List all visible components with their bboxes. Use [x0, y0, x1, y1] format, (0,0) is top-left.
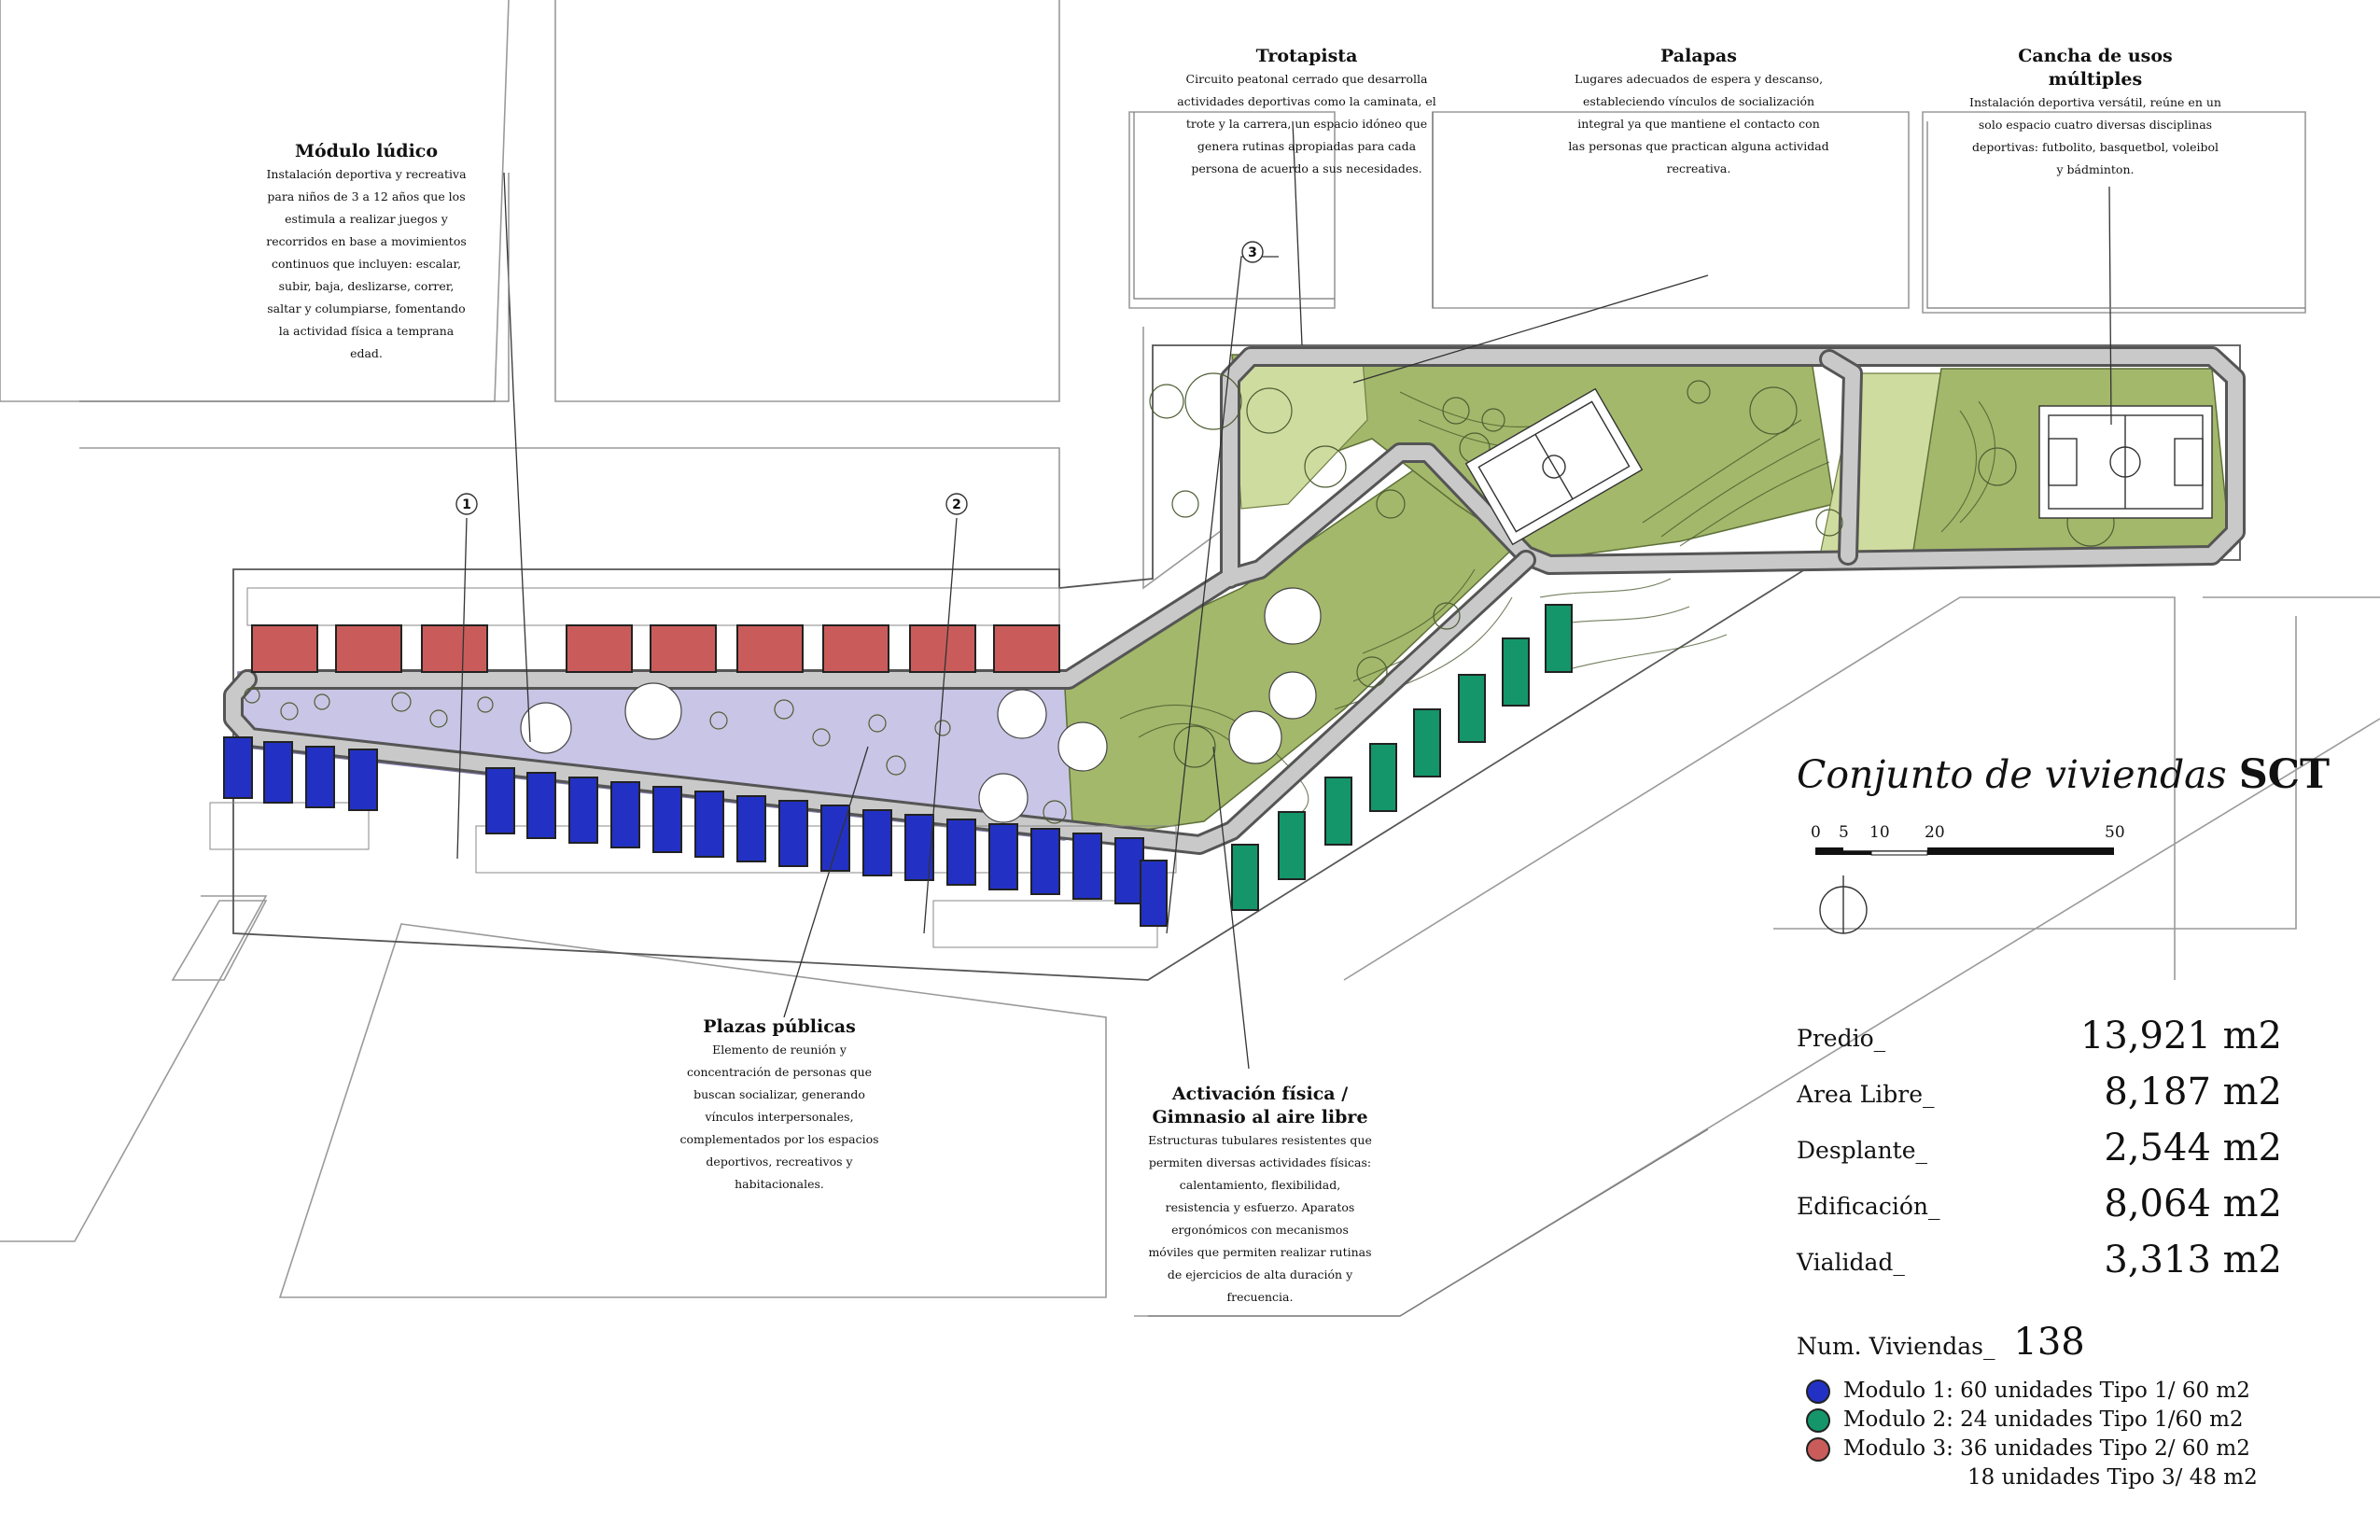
annotation-title: Palapas [1660, 46, 1737, 66]
module3-buildings [251, 624, 1060, 673]
scale-label-5: 5 [1839, 823, 1849, 842]
multi-use-court [2038, 405, 2213, 519]
legend-dot-module1 [1806, 1379, 1830, 1404]
stat-label: Edificación_ [1797, 1193, 1940, 1220]
trees [244, 372, 2115, 824]
annotation-title: Módulo lúdico [294, 141, 439, 161]
marker-3-label: 3 [1248, 245, 1257, 260]
annotation-title: Activación física / Gimnasio al aire lib… [1152, 1084, 1368, 1127]
module1-buildings [223, 736, 1168, 927]
stat-value: 8,064 m2 [2104, 1183, 2282, 1225]
plan-title-italic: Conjunto de viviendas [1797, 752, 2227, 797]
markers [455, 241, 1264, 515]
annotation-text: Circuito peatonal cerrado que desarrolla… [1177, 72, 1436, 175]
annotation-title: Trotapista [1255, 46, 1358, 66]
north-arrow [1819, 875, 1868, 934]
legend: Modulo 1: 60 unidades Tipo 1/ 60 m2 Modu… [1806, 1377, 2258, 1492]
annotation-palapas: Palapas Lugares adecuados de espera y de… [1568, 45, 1829, 180]
plan-title: Conjunto de viviendas SCT [1797, 751, 2330, 798]
viviendas-value: 138 [2013, 1321, 2085, 1364]
viviendas-count: Num. Viviendas_ 138 [1797, 1321, 2085, 1364]
stat-label: Area Libre_ [1797, 1081, 1935, 1108]
viviendas-label: Num. Viviendas_ [1797, 1333, 1995, 1360]
stat-value: 3,313 m2 [2104, 1239, 2282, 1281]
area-stats: Predio_ 13,921 m2 Area Libre_ 8,187 m2 D… [1797, 1003, 2282, 1283]
legend-dot-module2 [1806, 1407, 1830, 1433]
stat-row: Predio_ 13,921 m2 [1797, 1003, 2282, 1059]
court-green [1464, 387, 1644, 546]
legend-item: Modulo 3: 36 unidades Tipo 2/ 60 m2 [1806, 1435, 2258, 1463]
stat-row: Edificación_ 8,064 m2 [1797, 1171, 2282, 1227]
stat-row: Desplante_ 2,544 m2 [1797, 1115, 2282, 1171]
module2-buildings [1231, 604, 1573, 911]
stat-row: Area Libre_ 8,187 m2 [1797, 1059, 2282, 1115]
scale-label-10: 10 [1869, 823, 1890, 842]
annotation-cancha: Cancha de usos múltiples Instalación dep… [1969, 45, 2221, 181]
stat-label: Vialidad_ [1797, 1249, 1905, 1276]
leader-lines [456, 120, 2112, 1070]
scale-label-0: 0 [1811, 823, 1821, 842]
annotation-text: Instalación deportiva versátil, reúne en… [1969, 95, 2221, 176]
annotation-text: Lugares adecuados de espera y descanso, … [1568, 72, 1829, 175]
stat-value: 8,187 m2 [2104, 1071, 2282, 1113]
marker-labels: 1 2 3 [462, 245, 1257, 512]
marker-3 [1241, 241, 1264, 263]
plan-title-bold: SCT [2238, 751, 2330, 798]
marker-1 [455, 493, 478, 515]
plaza-features [520, 587, 1322, 823]
marker-2-label: 2 [952, 497, 961, 512]
legend-item: Modulo 2: 24 unidades Tipo 1/60 m2 [1806, 1406, 2258, 1435]
annotation-gimnasio: Activación física / Gimnasio al aire lib… [1148, 1083, 1372, 1309]
legend-dot-module3 [1806, 1436, 1830, 1462]
stat-value: 13,921 m2 [2079, 1015, 2282, 1057]
scale-label-20: 20 [1925, 823, 1945, 842]
annotation-text: Estructuras tubulares resistentes que pe… [1148, 1133, 1372, 1304]
annotation-title: Plazas públicas [703, 1016, 856, 1037]
legend-extra: 18 unidades Tipo 3/ 48 m2 [1967, 1465, 2258, 1490]
legend-label: Modulo 3: 36 unidades Tipo 2/ 60 m2 [1843, 1436, 2250, 1461]
context-blocks [0, 0, 2380, 1317]
site-boundary [232, 344, 2241, 981]
scale-label-50: 50 [2105, 823, 2125, 842]
marker-1-label: 1 [462, 497, 471, 512]
annotation-trotapista: Trotapista Circuito peatonal cerrado que… [1176, 45, 1437, 180]
annotation-frames [79, 112, 2305, 1317]
annotation-plazas: Plazas públicas Elemento de reunión y co… [677, 1015, 882, 1196]
marker-2 [945, 493, 968, 515]
stat-row: Vialidad_ 3,313 m2 [1797, 1227, 2282, 1283]
legend-item: Modulo 1: 60 unidades Tipo 1/ 60 m2 [1806, 1377, 2258, 1406]
stat-label: Desplante_ [1797, 1137, 1928, 1164]
annotation-text: Elemento de reunión y concentración de p… [679, 1043, 879, 1191]
stat-label: Predio_ [1797, 1025, 1886, 1052]
annotation-title: Cancha de usos múltiples [2018, 46, 2173, 90]
legend-label: Modulo 1: 60 unidades Tipo 1/ 60 m2 [1843, 1379, 2250, 1403]
graphic-scale [1815, 847, 2114, 856]
stat-value: 2,544 m2 [2104, 1127, 2282, 1169]
annotation-modulo-ludico: Módulo lúdico Instalación deportiva y re… [261, 140, 471, 365]
legend-label: Modulo 2: 24 unidades Tipo 1/60 m2 [1843, 1407, 2244, 1432]
annotation-text: Instalación deportiva y recreativa para … [266, 167, 467, 360]
